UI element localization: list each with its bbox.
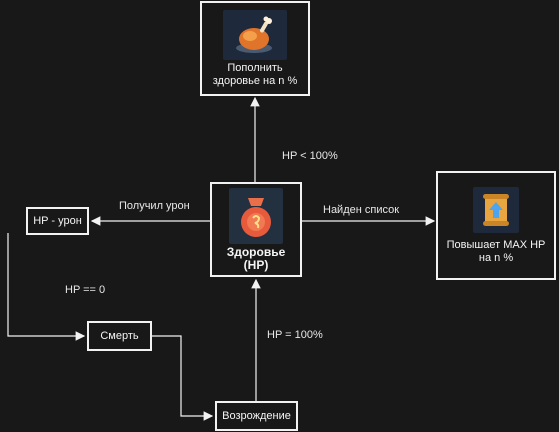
edge-label-got-damage: Получил урон xyxy=(119,200,190,212)
node-respawn-label: Возрождение xyxy=(222,409,291,422)
node-damage[interactable]: HP - урон xyxy=(26,207,89,235)
node-restore[interactable]: Пополнить здоровье на n % xyxy=(200,1,310,96)
node-health[interactable]: Здоровье (HP) xyxy=(210,182,302,277)
node-respawn[interactable]: Возрождение xyxy=(215,401,298,431)
node-damage-label: HP - урон xyxy=(33,214,82,227)
node-death-label: Смерть xyxy=(100,329,139,342)
roast-chicken-icon xyxy=(223,9,287,60)
node-death[interactable]: Смерть xyxy=(87,321,152,351)
node-health-label: Здоровье (HP) xyxy=(226,244,286,272)
node-maxhp-label: Повышает MAX HP на n % xyxy=(446,238,546,264)
node-restore-label: Пополнить здоровье на n % xyxy=(212,61,298,87)
scroll-icon xyxy=(473,186,519,233)
edge-death-to-respawn xyxy=(152,335,214,421)
edge-label-hp-full: HP = 100% xyxy=(267,329,323,341)
edge-label-found-scroll: Найден список xyxy=(323,204,400,216)
node-maxhp[interactable]: Повышает MAX HP на n % xyxy=(436,171,556,280)
edge-label-hp-below: HP < 100% xyxy=(282,150,338,162)
potion-bag-icon xyxy=(229,187,283,244)
edge-label-hp-zero: HP == 0 xyxy=(65,284,106,296)
edge-damage-to-death xyxy=(7,233,86,341)
